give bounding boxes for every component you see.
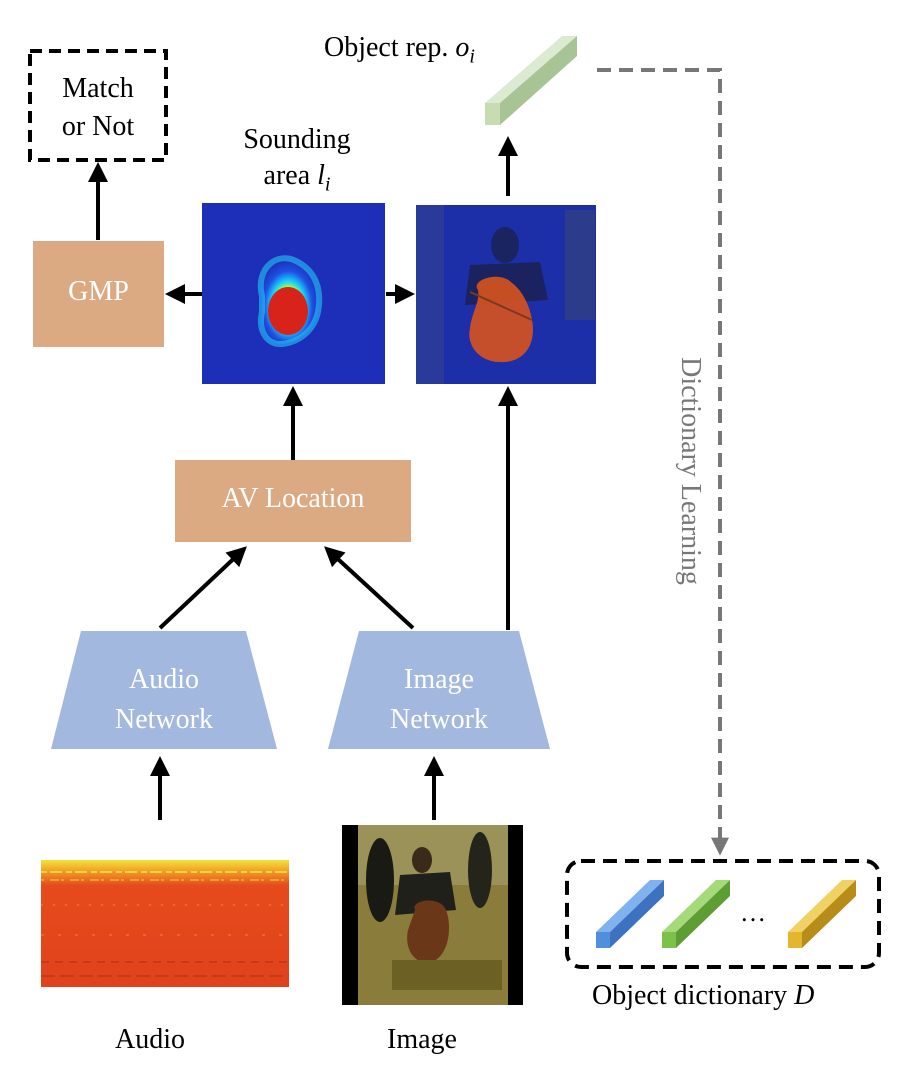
dictionary-learning-path — [597, 68, 729, 856]
sounding-area-line2: area li — [222, 158, 372, 203]
audio-network-shape — [51, 631, 277, 749]
object-dictionary-var: D — [794, 980, 815, 1011]
object-rep-label: Object rep. oi — [324, 32, 475, 69]
image-network-line2: Network — [390, 704, 488, 735]
image-network-label: Image Network — [328, 660, 550, 740]
dict-bar-blue — [596, 880, 664, 948]
dict-ellipsis: … — [740, 898, 766, 927]
match-line1: Match — [62, 73, 134, 104]
audio-network-label: Audio Network — [51, 660, 277, 740]
match-label: Match or Not — [30, 70, 166, 146]
object-rep-bar — [485, 36, 577, 125]
dict-bar-yellow — [788, 880, 856, 948]
audio-network-line2: Network — [115, 704, 213, 735]
audio-input-label: Audio — [115, 1024, 185, 1055]
sounding-area-line1: Sounding — [243, 124, 351, 155]
image-network-shape — [328, 631, 550, 749]
object-rep-sub: i — [469, 45, 475, 68]
object-dictionary-label: Object dictionary D — [592, 980, 814, 1012]
image-network-line1: Image — [404, 664, 474, 695]
sounding-area-sub: i — [324, 173, 331, 196]
audio-spectrogram — [41, 860, 289, 987]
object-rep-text: Object rep. — [324, 32, 449, 63]
sounding-area-var: l — [317, 160, 325, 191]
gmp-label: GMP — [68, 276, 129, 307]
gmp-box — [33, 241, 164, 347]
sounding-area-word: area — [263, 160, 311, 191]
arrow-image-net-to-av — [324, 546, 415, 630]
dictionary-learning-label: Dictionary Learning — [675, 357, 706, 585]
image-input-label: Image — [387, 1024, 457, 1055]
match-line2: or Not — [61, 111, 135, 142]
dict-bar-green — [662, 880, 730, 948]
arrow-audio-net-to-av — [158, 546, 247, 630]
audio-network-line1: Audio — [129, 664, 199, 695]
sounding-area-label: Sounding area li — [222, 122, 372, 203]
av-location-label: AV Location — [221, 483, 365, 514]
object-dictionary-text: Object dictionary — [592, 980, 788, 1011]
object-rep-var: o — [455, 32, 470, 63]
match-box — [28, 49, 168, 162]
localized-image — [416, 205, 596, 384]
input-image — [342, 825, 523, 1005]
object-dictionary-box — [565, 859, 881, 969]
av-location-box — [175, 460, 411, 542]
sounding-area-heatmap — [202, 203, 385, 384]
